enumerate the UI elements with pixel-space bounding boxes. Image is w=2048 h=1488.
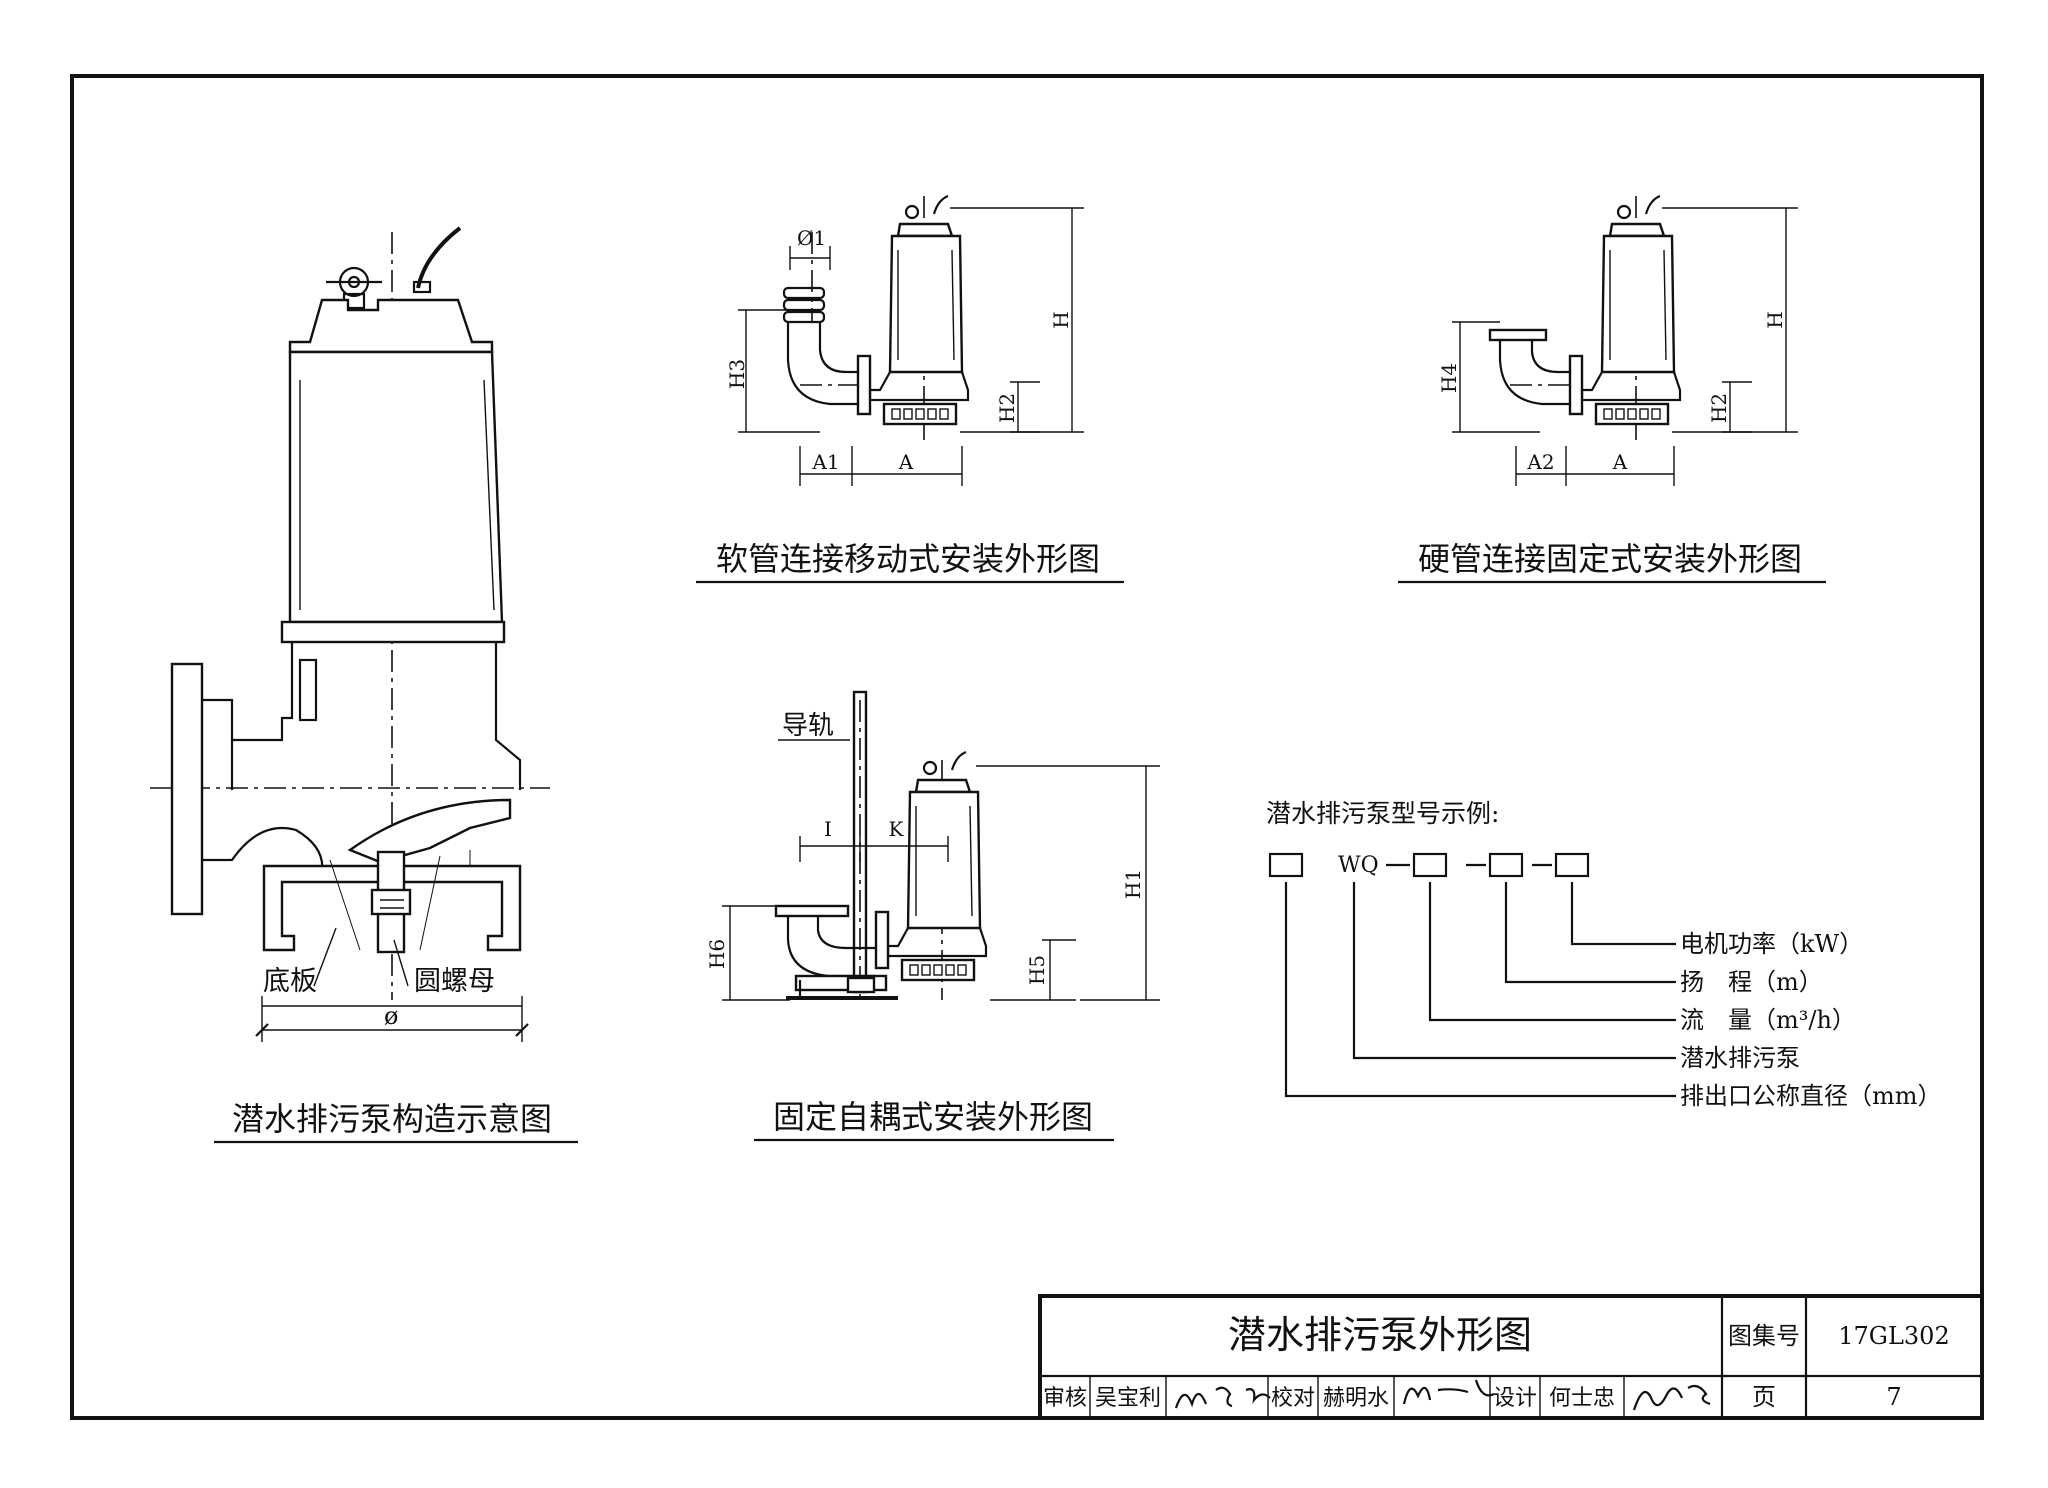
design-label: 设计 [1493,1386,1537,1411]
caption-auto-coupling: 固定自耦式安装外形图 [773,1098,1093,1136]
hose-mobile-drawing [738,194,1084,486]
check-label: 校对 [1271,1386,1315,1411]
auto-coupling-drawing [722,690,1160,1001]
model-code-diagram [1268,852,1676,1098]
atlas-number: 17GL302 [1838,1322,1949,1350]
dim-a-hose: A [898,450,914,474]
model-wq: WQ [1338,853,1379,878]
title-block [1038,1294,1984,1420]
dim-h-hard: H [1763,311,1787,328]
atlas-label: 图集号 [1728,1322,1800,1350]
dim-h2-hose: H2 [995,393,1019,423]
legend-head: 扬 程（m） [1680,968,1823,996]
dim-h5: H5 [1025,955,1049,985]
designer-signature [1632,1384,1711,1411]
dim-phi1: Ø1 [797,226,826,250]
dim-h6: H6 [705,939,729,969]
page-number: 7 [1886,1383,1901,1411]
page-label: 页 [1752,1383,1776,1411]
reviewer-name: 吴宝利 [1095,1386,1161,1411]
caption-hard-fixed: 硬管连接固定式安装外形图 [1418,540,1802,578]
label-round-nut: 圆螺母 [414,966,495,997]
dim-a-hard: A [1612,450,1628,474]
sheet-border [70,74,1984,1420]
dim-h-hose: H [1049,311,1073,328]
designer-name: 何士忠 [1549,1386,1615,1411]
checker-signature [1402,1379,1495,1405]
checker-name: 赫明水 [1323,1386,1389,1411]
legend-outlet-dn: 排出口公称直径（mm） [1680,1082,1942,1110]
dim-i: I [824,817,832,841]
label-guide-rail: 导轨 [782,711,834,741]
caption-hose-mobile: 软管连接移动式安装外形图 [716,540,1100,578]
pump-structure-drawing [150,226,550,1042]
legend-pump-type: 潜水排污泵 [1680,1044,1800,1072]
dim-a1: A1 [811,450,839,474]
reviewer-signature [1174,1386,1271,1409]
dim-h2-hard: H2 [1707,393,1731,423]
dim-h3: H3 [725,359,749,389]
dim-a2: A2 [1526,450,1554,474]
hard-fixed-drawing [1452,194,1798,486]
dim-h1: H1 [1121,869,1145,899]
legend-flow: 流 量（m³/h） [1680,1006,1856,1034]
dim-k: K [889,817,905,841]
caption-structure: 潜水排污泵构造示意图 [232,1100,552,1138]
label-base-plate: 底板 [263,966,317,997]
label-diameter: ø [384,1002,398,1030]
model-heading: 潜水排污泵型号示例: [1266,799,1499,828]
dim-h4: H4 [1437,363,1461,393]
legend-motor-power: 电机功率（kW） [1680,930,1863,958]
review-label: 审核 [1043,1386,1087,1411]
drawing-title: 潜水排污泵外形图 [1228,1313,1532,1357]
